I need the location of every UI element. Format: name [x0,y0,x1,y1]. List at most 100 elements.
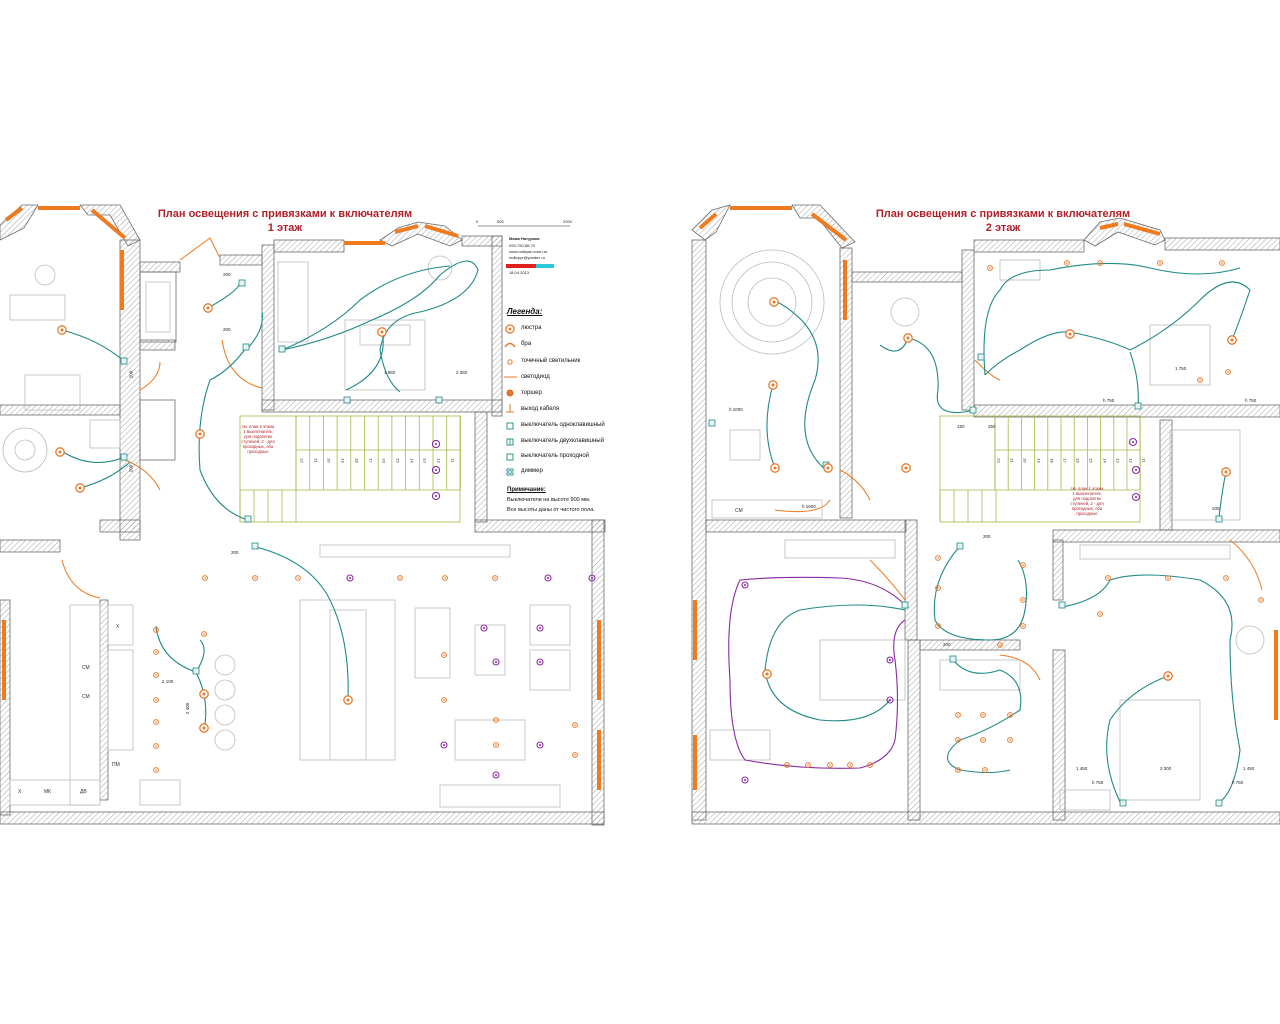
f1-room-label: МК [44,789,52,795]
f2-dim: 1 750 [1175,366,1187,371]
spotlight-center [1225,577,1227,579]
floor-2-plan [691,204,1280,825]
purple-fixture-icon [492,658,500,666]
spotlight-center [155,769,157,771]
spotlight-icon [153,627,159,633]
spotlight-center [574,724,576,726]
floor-1-switches [120,279,443,675]
spotlight-center [1066,262,1068,264]
chandelier-center [202,692,206,696]
callout-line: проходных, оба [242,444,274,449]
spotlight-center [1167,577,1169,579]
spotlight-icon [1007,712,1013,718]
spotlight-center [1022,599,1024,601]
spotlight-icon [442,575,448,581]
spotlight-icon [153,743,159,749]
purple-fixture-center [483,627,485,629]
floor-1-doors [61,237,263,599]
f1-room-label: ДВ [80,789,87,795]
spotlight-center [155,745,157,747]
chandelier-center [765,672,769,676]
spotlight-icon [980,737,986,743]
spotlight-icon [1223,575,1229,581]
chandelier-center [904,466,908,470]
stair-number: 22 [299,458,305,463]
spotlight-icon [867,762,873,768]
stamp-phone: 099-750-86-70 [509,243,536,248]
spotlight-icon [202,575,208,581]
spotlight-icon [441,652,447,658]
floor-1-chandeliers [55,303,387,733]
spotlight-center [155,651,157,653]
chandelier-center [78,486,82,490]
stair-number: 19 [340,458,346,463]
stair-number: 14 [409,458,415,463]
spotlight-icon [955,712,961,718]
f2-dim: h 1000 [729,407,743,412]
floor-2-title-line2: 2 этаж [985,222,1021,234]
stair-number: 17 [368,458,374,463]
chandelier-center [346,698,350,702]
purple-fixture-icon [536,741,544,749]
chandelier-center [906,336,910,340]
stamp-email: mdkrpyr@yandex.ru [509,255,546,260]
note-line-2: Все высоты даны от чистого пола. [507,507,595,513]
spotlight-center [1022,564,1024,566]
floor-2-doors [774,359,1263,681]
purple-fixture-center [539,627,541,629]
cable-outlet-icon [506,404,514,413]
f1-dim: 200 [223,327,231,332]
f2-room-label: СМ [735,508,743,514]
spotlight-center [937,625,939,627]
legend-icons [504,324,517,476]
f2-dim: h 1600 [802,504,816,509]
dimmer-icon [506,468,514,476]
spotlight-icon [1097,611,1103,617]
chandelier-center [1166,674,1170,678]
spotlight-center [957,714,959,716]
f1-dim: 1 950 [384,370,396,375]
stair-number: 21 [313,458,319,463]
spotlight-center [443,699,445,701]
spotlight-icon [1020,562,1026,568]
chandelier-center [826,466,830,470]
spotlight-icon [980,712,986,718]
stamp-name: Мама Натурана [509,236,540,241]
spotlight-icon [153,767,159,773]
callout-line: ступеней, 2 - для [1070,501,1104,506]
spotlight-center [203,633,205,635]
chandelier-center [1068,332,1072,336]
stair-number: 12 [436,458,442,463]
spotlight-center [297,577,299,579]
spotlight-icon [805,762,811,768]
chandelier-center [771,383,775,387]
chandelier-center [1224,470,1228,474]
legend-item-dimmer: диммер [521,468,543,474]
spotlight-icon [492,575,498,581]
f1-room-label: Х [18,789,22,795]
spotlight-icon [955,767,961,773]
f1-room-label: ПМ [112,762,120,768]
spotlight-icon [252,575,258,581]
purple-fixture-center [443,744,445,746]
purple-fixture-center [889,659,891,661]
stair-number: 21 [1009,458,1015,463]
stair-number: 19 [1036,458,1042,463]
f1-dim: 200 [128,464,134,473]
f1-room-label: СМ [82,665,90,671]
f2-dim: 1 450 [1243,766,1255,771]
purple-fixture-center [539,744,541,746]
spotlight-icon [1258,597,1264,603]
sconce-icon [504,342,516,348]
stair-number: 12 [1128,458,1134,463]
spotlight-center [849,764,851,766]
spotlight-icon [935,555,941,561]
purple-fixture-icon [440,741,448,749]
stair-number: 13 [423,458,429,463]
spotlight-icon [1020,597,1026,603]
purple-fixture-icon [536,658,544,666]
spotlight-center [937,587,939,589]
spotlight-icon [153,672,159,678]
spotlight-center [254,577,256,579]
purple-fixture-icon [1131,492,1141,502]
